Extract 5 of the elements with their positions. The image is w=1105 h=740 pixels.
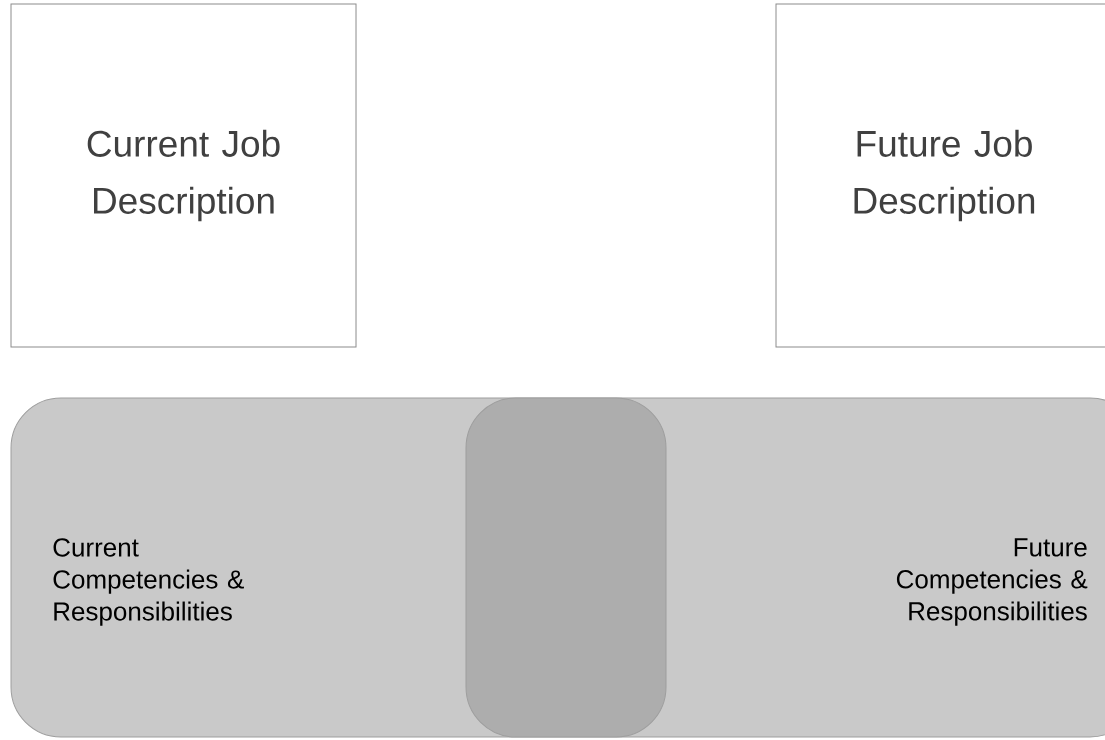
competency-text: Current Competencies & Responsibilities <box>53 538 244 626</box>
description-box: Current Job Description <box>10 3 357 348</box>
description-box: Future Job Description <box>775 3 1105 348</box>
competency-text: Future Competencies & Responsibilities <box>896 538 1088 626</box>
overlap-box <box>465 397 667 738</box>
